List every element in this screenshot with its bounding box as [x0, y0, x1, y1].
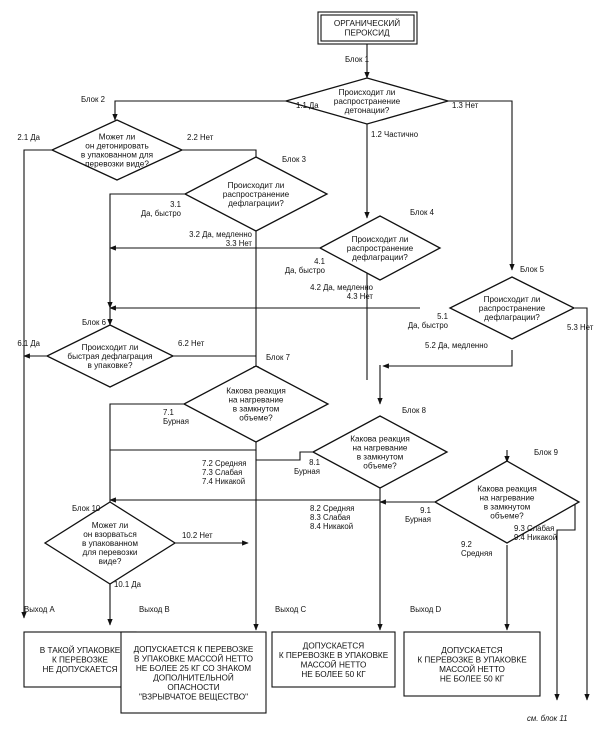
connector-line — [448, 100, 515, 271]
answer-label-a5_2: 5.2 Да, медленно — [425, 341, 489, 350]
block-label-b10: Блок 10 — [72, 504, 101, 513]
answer-label-a1_3: 1.3 Нет — [452, 101, 479, 110]
decision-diamond-b4 — [318, 215, 442, 281]
exit-label-B: Выход B — [139, 605, 170, 614]
footnote: см. блок 11 — [527, 714, 567, 723]
answer-label-a10_1: 10.1 Да — [114, 580, 142, 589]
answer-label-a5_3: 5.3 Нет — [567, 323, 594, 332]
connector-line — [575, 307, 590, 701]
decision-diamond-b1 — [283, 77, 451, 125]
connector-line — [109, 484, 381, 503]
exit-box-D — [403, 631, 541, 697]
connector-line — [107, 193, 185, 309]
connector-line — [382, 350, 513, 369]
exit-box-C — [271, 631, 396, 688]
exit-box-A — [23, 631, 137, 688]
exit-label-D: Выход D — [410, 605, 441, 614]
answer-label-a2_2: 2.2 Нет — [187, 133, 214, 142]
block-label-b6: Блок 6 — [82, 318, 106, 327]
block-label-b7: Блок 7 — [266, 353, 290, 362]
connector-line — [554, 502, 576, 701]
connector-line — [112, 100, 286, 121]
block-label-b5: Блок 5 — [520, 265, 545, 274]
block-label-b1: Блок 1 — [345, 55, 369, 64]
decision-diamond-b2 — [50, 119, 184, 181]
connector-line — [253, 451, 325, 631]
decision-diamond-b6 — [45, 324, 175, 388]
exit-label-C: Выход C — [275, 605, 306, 614]
shapes-layer — [23, 11, 581, 714]
decision-diamond-b5 — [448, 276, 576, 340]
start-box-inner — [320, 14, 415, 42]
connector-line — [110, 429, 257, 451]
decision-diamond-b7 — [182, 365, 330, 443]
block-label-b8: Блок 8 — [402, 406, 426, 415]
exit-box-B — [120, 631, 267, 714]
decision-diamond-b10 — [43, 501, 177, 585]
connector-lines — [21, 44, 590, 701]
decision-diamond-b9 — [433, 460, 581, 544]
decision-diamond-b8 — [311, 415, 449, 489]
exit-label-A: Выход A — [24, 605, 55, 614]
answer-label-a10_2: 10.2 Нет — [182, 531, 213, 540]
answer-label-a1_1: 1.1 Да — [296, 101, 319, 110]
block-label-b9: Блок 9 — [534, 448, 558, 457]
block-label-b3: Блок 3 — [282, 155, 306, 164]
block-label-b2: Блок 2 — [81, 95, 105, 104]
block-label-b4: Блок 4 — [410, 208, 435, 217]
answer-label-a6_1: 6.1 Да — [17, 339, 40, 348]
answer-label-a1_2: 1.2 Частично — [371, 130, 419, 139]
answer-label-a6_2: 6.2 Нет — [178, 339, 205, 348]
decision-diamond-b3 — [183, 156, 329, 232]
answer-label-a2_1: 2.1 Да — [17, 133, 40, 142]
connector-line — [21, 149, 52, 619]
